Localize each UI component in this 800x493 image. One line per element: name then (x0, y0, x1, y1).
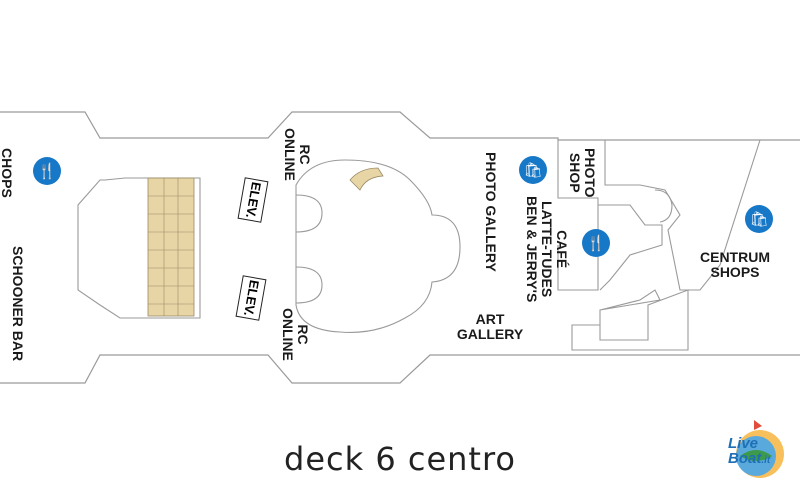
label-schooner-bar: SCHOONER BAR (10, 246, 26, 362)
hull-outline (0, 111, 800, 384)
bar-area (77, 177, 201, 319)
label-latte-tudes: CAFÉ LATTE-TUDES BEN & JERRY'S (524, 196, 570, 303)
label-photo-shop: PHOTO SHOP (567, 148, 598, 198)
fork-knife-icon: 🍴 (582, 229, 610, 257)
label-centrum-shops: CENTRUM SHOPS (700, 249, 770, 280)
label-rc-online-bottom: RC ONLINE (280, 308, 311, 361)
deck-caption: deck 6 centro (284, 440, 516, 478)
logo-text: Live Boat.it (728, 435, 771, 467)
atrium-outline (295, 159, 461, 333)
shopping-bag-icon: 🛍 (745, 205, 773, 233)
label-rc-online-top: RC ONLINE (282, 128, 313, 181)
liveboat-logo (736, 420, 784, 478)
label-photo-gallery: PHOTO GALLERY (483, 152, 499, 272)
shopping-bag-icon: 🛍 (519, 156, 547, 184)
label-art-gallery: ART GALLERY (456, 311, 524, 342)
label-chops: CHOPS (0, 148, 15, 198)
staircase (349, 167, 384, 191)
stage-floor (147, 177, 195, 317)
fork-knife-icon: 🍴 (33, 157, 61, 185)
